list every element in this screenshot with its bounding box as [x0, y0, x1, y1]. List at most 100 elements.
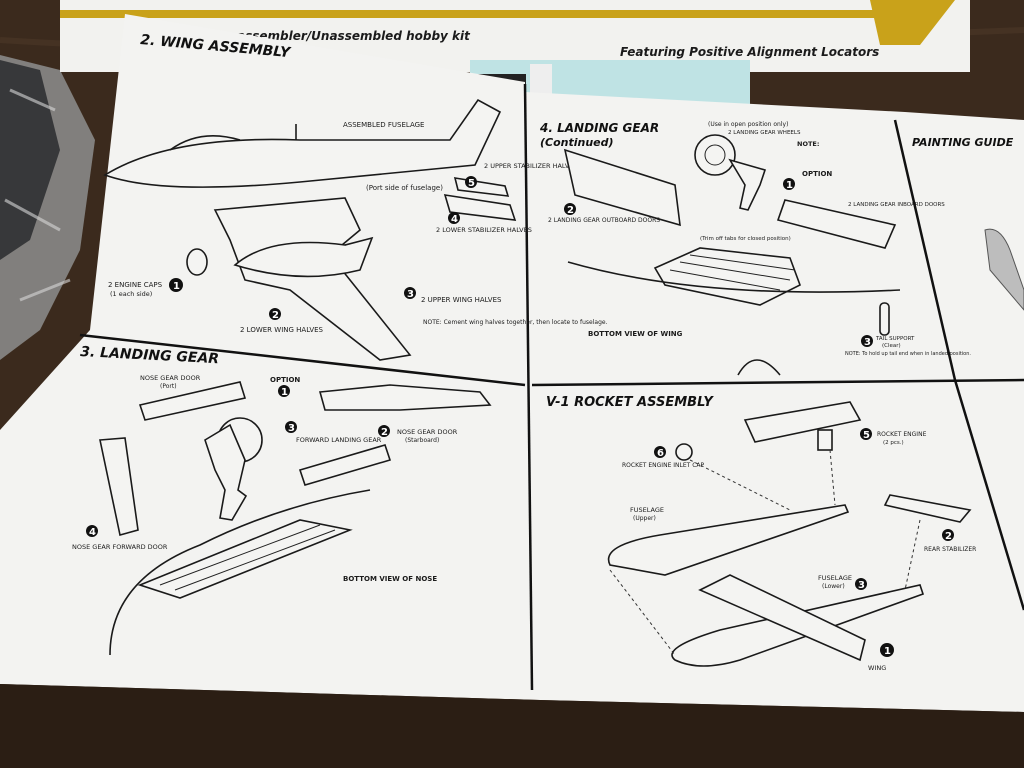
panel-dividers	[79, 83, 1024, 691]
engine-sub: (2 pcs.)	[883, 440, 904, 446]
engine-nacelle-drawing	[233, 236, 374, 278]
svg-text:1: 1	[281, 387, 288, 398]
svg-text:3: 3	[858, 580, 865, 591]
badge-engine-caps: 1	[169, 278, 183, 292]
tail-arc	[737, 359, 781, 376]
wing-assembly-panel: 2. WING ASSEMBLY ASSEMBLED FUSELAGE (Por…	[103, 32, 608, 361]
nose-door-alt-drawing	[318, 384, 492, 411]
landing-gear-cont-subtitle: (Continued)	[540, 136, 614, 149]
fus-lower-sub: (Lower)	[822, 583, 845, 590]
painting-guide-panel: PAINTING GUIDE	[912, 136, 1024, 311]
painting-guide-title: PAINTING GUIDE	[912, 136, 1014, 149]
bottom-view-nose-label: BOTTOM VIEW OF NOSE	[343, 575, 437, 583]
box-right-text: Featuring Positive Alignment Locators	[620, 45, 879, 59]
lower-wing-label: 2 LOWER WING HALVES	[240, 326, 324, 334]
badge-outboard: 2	[564, 203, 576, 216]
engine-cap-drawing	[186, 248, 208, 276]
rear-stab-label: REAR STABILIZER	[924, 546, 976, 553]
table-bottom	[0, 684, 1024, 768]
fus-lower-label: FUSELAGE	[818, 574, 852, 582]
nose-star-sub: (Starboard)	[405, 437, 439, 444]
fus-upper-label: FUSELAGE	[630, 506, 664, 514]
badge-rear-stab: 2	[942, 529, 954, 542]
svg-text:4: 4	[89, 527, 96, 538]
lg-option-label: OPTION	[270, 376, 300, 384]
svg-text:5: 5	[863, 430, 870, 441]
inboard-door-drawing	[776, 199, 897, 249]
svg-text:2: 2	[945, 531, 952, 542]
landing-gear-panel: 3. LANDING GEAR NOSE GEAR DOOR (Port) OP…	[72, 344, 492, 656]
svg-text:2: 2	[567, 205, 574, 216]
forward-label: FORWARD LANDING GEAR	[296, 436, 382, 444]
inlet-cap-drawing	[675, 443, 693, 461]
wing-label: WING	[868, 664, 886, 672]
nose-door-star-drawing	[298, 444, 392, 486]
svg-text:3: 3	[407, 289, 414, 300]
forward-door-drawing	[99, 437, 139, 536]
svg-text:5: 5	[468, 178, 475, 189]
plastic-bag	[0, 55, 95, 360]
badge-fwd-door: 4	[86, 525, 98, 538]
landing-gear-continued-panel: 4. LANDING GEAR (Continued) (Use in open…	[539, 121, 971, 376]
landing-gear-cont-title: 4. LANDING GEAR	[539, 121, 659, 135]
upper-stab-label: 2 UPPER STABILIZER HALVES	[484, 162, 578, 170]
badge-upper-stab: 5	[465, 176, 477, 189]
landing-gear-title: 3. LANDING GEAR	[80, 344, 220, 367]
badge-tail: 3	[861, 335, 873, 348]
v1-rocket-panel: V-1 ROCKET ASSEMBLY 5 ROCKET ENGINE (2 p…	[546, 395, 976, 672]
note-title: NOTE:	[797, 140, 819, 148]
svg-text:1: 1	[884, 646, 891, 657]
svg-text:1: 1	[786, 180, 793, 191]
forward-gear-drawing	[204, 423, 248, 521]
fuselage-label: ASSEMBLED FUSELAGE	[343, 121, 424, 129]
engine-label: ROCKET ENGINE	[877, 431, 927, 438]
engine-caps-sub: (1 each side)	[110, 290, 152, 298]
tail-sub: (Clear)	[882, 343, 901, 349]
badge-wing: 1	[880, 643, 894, 657]
badge-nose-star: 2	[378, 425, 390, 438]
canopy-drawing	[169, 134, 241, 151]
v1-title: V-1 ROCKET ASSEMBLY	[546, 395, 714, 410]
rocket-engine-drawing	[743, 401, 862, 443]
port-side-label: (Port side of fuselage)	[366, 184, 443, 192]
tail-note: NOTE: To hold up tail end when in landed…	[845, 351, 971, 357]
badge-fus-lower: 3	[855, 578, 867, 591]
v1-wing-drawing	[698, 574, 866, 662]
svg-text:3: 3	[288, 423, 295, 434]
badge-engine: 5	[860, 428, 872, 441]
box-left-text: assembler/Unassembled hobby kit	[237, 29, 471, 43]
engine-caps-label: 2 ENGINE CAPS	[108, 281, 163, 289]
inlet-label: ROCKET ENGINE INLET CAP	[622, 462, 705, 469]
upper-wing-label: 2 UPPER WING HALVES	[421, 296, 502, 304]
fuselage-drawing	[103, 98, 502, 188]
inboard-label: 2 LANDING GEAR INBOARD DOORS	[848, 202, 945, 208]
option-label: OPTION	[802, 170, 832, 178]
lower-stab-label: 2 LOWER STABILIZER HALVES	[436, 226, 532, 234]
nose-door-sub: (Port)	[160, 383, 177, 390]
fus-upper-sub: (Upper)	[633, 515, 656, 522]
fuselage-upper-drawing	[607, 504, 850, 576]
badge-lower-wing: 2	[269, 308, 281, 321]
svg-text:6: 6	[657, 448, 664, 459]
outboard-door-drawing	[563, 148, 681, 227]
tail-label: TAIL SUPPORT	[875, 336, 915, 342]
wing-outline	[567, 261, 901, 293]
wing-note: NOTE: Cement wing halves together, then …	[423, 319, 608, 326]
badge-forward: 3	[285, 421, 297, 434]
outboard-label: 2 LANDING GEAR OUTBOARD DOORS	[548, 217, 660, 224]
badge-option: 1	[783, 178, 795, 191]
nose-well-drawing	[137, 519, 353, 599]
nose-door-port-drawing	[138, 381, 247, 421]
fwd-door-label: NOSE GEAR FORWARD DOOR	[72, 543, 168, 551]
badge-inlet: 6	[654, 446, 666, 459]
painting-plane-drawing	[984, 228, 1024, 311]
tail-support-drawing	[879, 302, 890, 336]
rear-stabilizer-drawing	[883, 494, 972, 523]
svg-text:2: 2	[272, 310, 279, 321]
badge-lg-option: 1	[278, 385, 290, 398]
open-position-label: (Use in open position only)	[708, 121, 788, 128]
badge-upper-wing: 3	[404, 287, 416, 300]
svg-text:4: 4	[451, 214, 458, 225]
nose-outline	[109, 489, 371, 656]
